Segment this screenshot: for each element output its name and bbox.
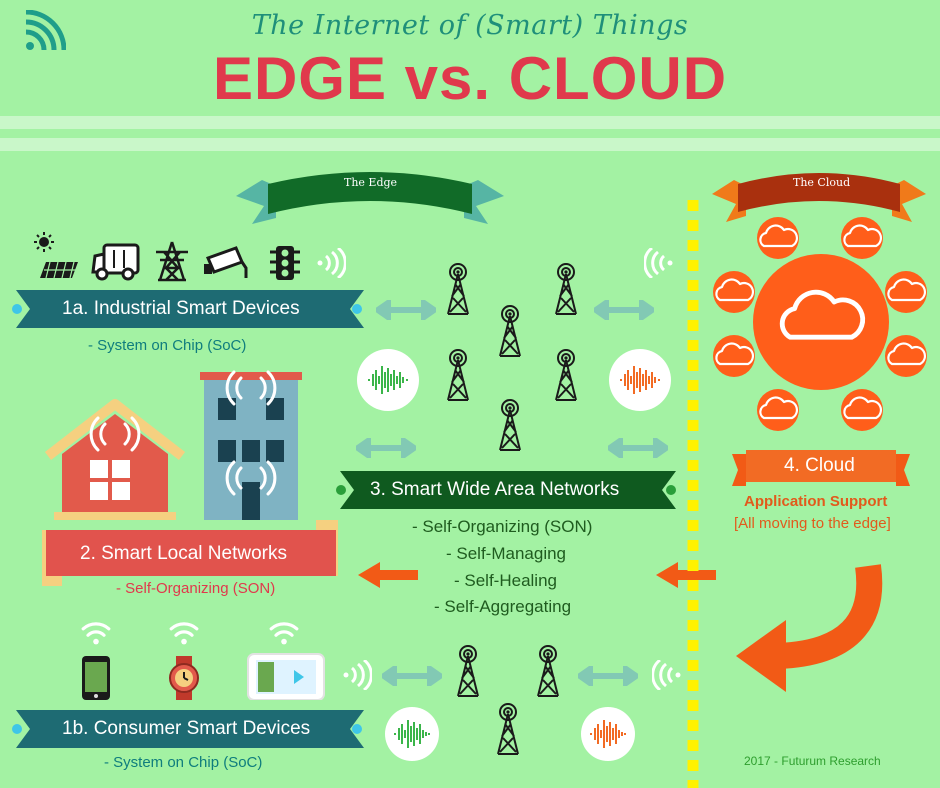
industrial-label: 1a. Industrial Smart Devices (62, 298, 300, 319)
edge-ribbon (236, 172, 504, 224)
divider-stripe (0, 116, 940, 129)
truck-icon (91, 243, 140, 281)
wide-bullet: - Self-Managing (446, 544, 567, 563)
signal-icon (644, 248, 673, 278)
edge-cloud-divider (687, 200, 699, 788)
banner-dot (12, 724, 22, 734)
house-icon (44, 399, 186, 520)
cloud-ribbon (712, 173, 926, 222)
signal-icon (343, 660, 372, 690)
arrow-icon (578, 666, 638, 686)
wifi-logo-icon (25, 10, 66, 51)
local-banner (42, 520, 338, 586)
header-title: EDGE vs. CLOUD (212, 45, 728, 112)
arrow-icon (656, 562, 716, 588)
sound-wave-icon (581, 707, 635, 761)
arrow-icon (382, 666, 442, 686)
traffic-light-icon (270, 246, 300, 280)
divider-stripe (0, 138, 940, 151)
building-icon (200, 370, 302, 520)
curved-arrow-icon (736, 564, 883, 692)
credit-text: 2017 - Futurum Research (744, 754, 881, 768)
cloud-cluster (713, 217, 927, 431)
sound-wave-icon (609, 349, 671, 411)
tower-cluster (447, 263, 577, 451)
cloud-label: 4. Cloud (784, 455, 855, 476)
signal-icon (317, 248, 346, 278)
banner-dot (352, 304, 362, 314)
signal-icon (652, 660, 681, 690)
power-tower-icon (156, 241, 188, 282)
wide-bullet: - Self-Organizing (SON) (412, 517, 593, 536)
industrial-sub: - System on Chip (SoC) (88, 337, 247, 354)
wide-area-banner (340, 471, 676, 509)
edge-ribbon-label: The Edge (344, 176, 398, 189)
cloud-support: Application Support (744, 493, 888, 510)
local-sub: - Self-Organizing (SON) (116, 580, 276, 597)
arrow-icon (358, 562, 418, 588)
banner-dot (12, 304, 22, 314)
arrow-icon (594, 300, 654, 320)
solar-panel-icon (34, 232, 78, 279)
local-label: 2. Smart Local Networks (80, 543, 287, 564)
consumer-label: 1b. Consumer Smart Devices (62, 718, 311, 739)
sound-wave-icon (357, 349, 419, 411)
cloud-note: [All moving to the edge] (734, 515, 891, 532)
smartphone-icon (81, 622, 111, 700)
banner-dot (336, 485, 346, 495)
wide-bullet: - Self-Healing (454, 571, 557, 590)
smartwatch-icon (169, 622, 199, 700)
banner-dot (666, 485, 676, 495)
security-camera-icon (204, 246, 248, 278)
arrow-icon (608, 438, 668, 458)
banner-dot (352, 724, 362, 734)
sound-wave-icon (385, 707, 439, 761)
tower-cluster (457, 645, 559, 755)
wide-area-label: 3. Smart Wide Area Networks (370, 479, 620, 500)
cloud-ribbon-label: The Cloud (793, 176, 851, 189)
industrial-banner (16, 290, 364, 328)
header-subtitle: The Internet of (Smart) Things (251, 10, 689, 41)
arrow-icon (356, 438, 416, 458)
tablet-icon (247, 622, 325, 700)
consumer-sub: - System on Chip (SoC) (104, 754, 263, 771)
cloud-banner (732, 450, 910, 486)
arrow-icon (376, 300, 436, 320)
consumer-banner (16, 710, 364, 748)
wide-bullet: - Self-Aggregating (434, 597, 572, 616)
